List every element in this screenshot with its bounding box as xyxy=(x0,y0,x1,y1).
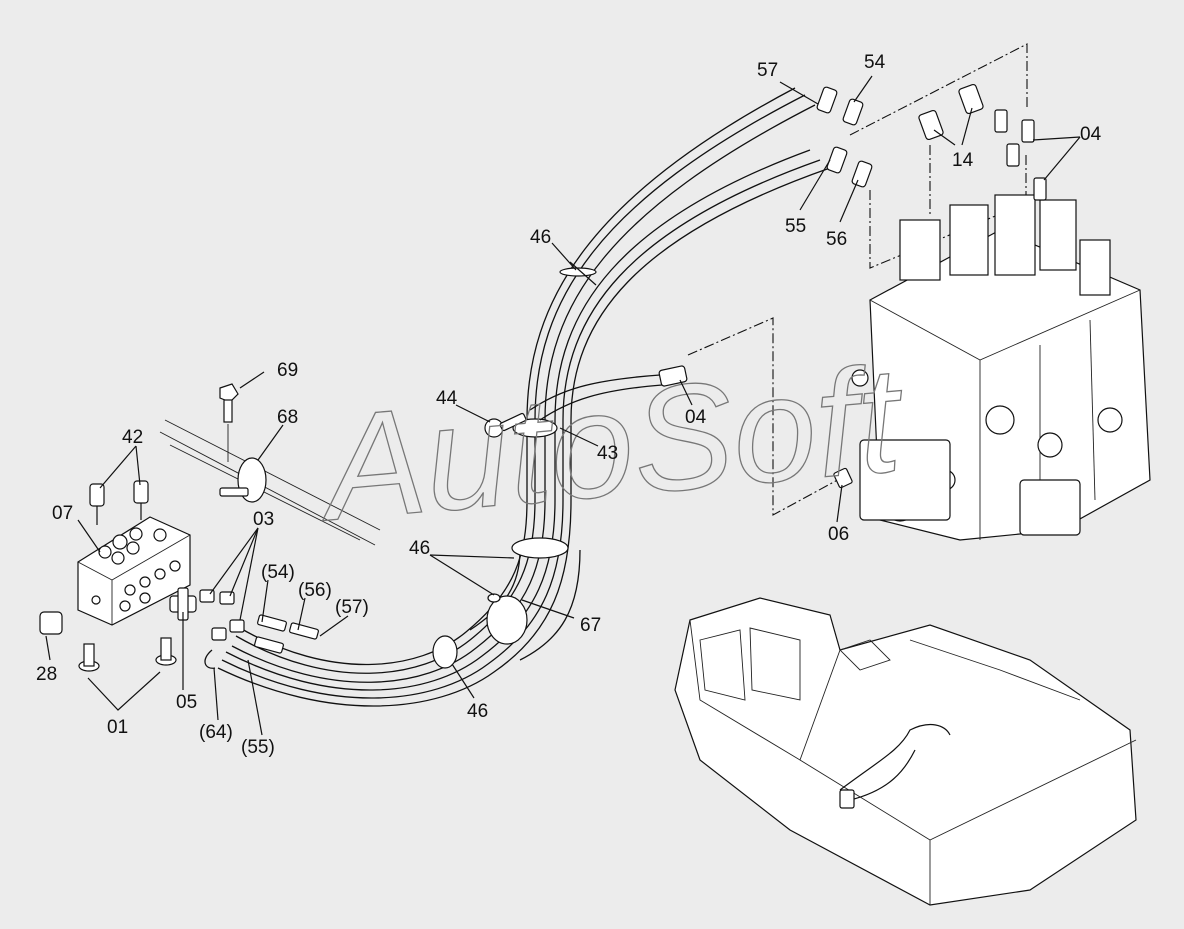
bolt-69 xyxy=(219,383,239,462)
label-46-mid: 46 xyxy=(409,538,430,559)
upper-hose-fittings xyxy=(816,86,873,188)
label-68: 68 xyxy=(277,407,298,428)
leader-lines xyxy=(45,75,1081,736)
hose-clamp-small xyxy=(487,593,501,603)
label-01: 01 xyxy=(107,717,128,738)
label-28: 28 xyxy=(36,664,57,685)
label-64-paren: (64) xyxy=(199,722,233,743)
hose-clamp-mid xyxy=(512,418,558,438)
clamp-68 xyxy=(159,419,381,546)
hose-ferrules xyxy=(204,614,319,669)
pressure-switches xyxy=(89,480,149,525)
tee-fitting xyxy=(169,587,197,621)
label-55-paren: (55) xyxy=(241,737,275,758)
label-03: 03 xyxy=(253,509,274,530)
fitting-28 xyxy=(39,611,63,635)
label-46-upper: 46 xyxy=(530,227,551,248)
label-57: 57 xyxy=(757,60,778,81)
label-55-top: 55 xyxy=(785,216,806,237)
hose-clamp-lower xyxy=(432,635,458,669)
label-04-mid: 04 xyxy=(685,407,707,428)
label-69: 69 xyxy=(277,360,298,381)
label-46-lower: 46 xyxy=(467,701,488,722)
label-54: 54 xyxy=(864,52,886,73)
fitting-06 xyxy=(833,467,853,489)
label-42: 42 xyxy=(122,427,143,448)
bolt-44 xyxy=(484,412,527,438)
label-67: 67 xyxy=(580,615,601,636)
label-05: 05 xyxy=(176,692,197,713)
label-06: 06 xyxy=(828,524,849,545)
label-56-top: 56 xyxy=(826,229,847,250)
label-56-paren: (56) xyxy=(298,580,332,601)
label-54-paren: (54) xyxy=(261,562,295,583)
excavator-inset xyxy=(674,597,1137,906)
adapters xyxy=(199,589,245,641)
hose-clamp-upper xyxy=(559,261,597,286)
bolts xyxy=(78,637,177,672)
pilot-valve-block xyxy=(77,516,191,626)
protective-sleeve xyxy=(469,537,581,661)
label-57-paren: (57) xyxy=(335,597,369,618)
label-14: 14 xyxy=(952,150,974,171)
control-valve xyxy=(851,194,1151,541)
callout-labels: 57 54 14 04 55 56 46 69 68 42 44 04 43 0… xyxy=(36,52,1102,758)
label-44: 44 xyxy=(436,388,458,409)
label-04-top: 04 xyxy=(1080,124,1102,145)
label-43: 43 xyxy=(597,443,618,464)
label-07: 07 xyxy=(52,503,73,524)
